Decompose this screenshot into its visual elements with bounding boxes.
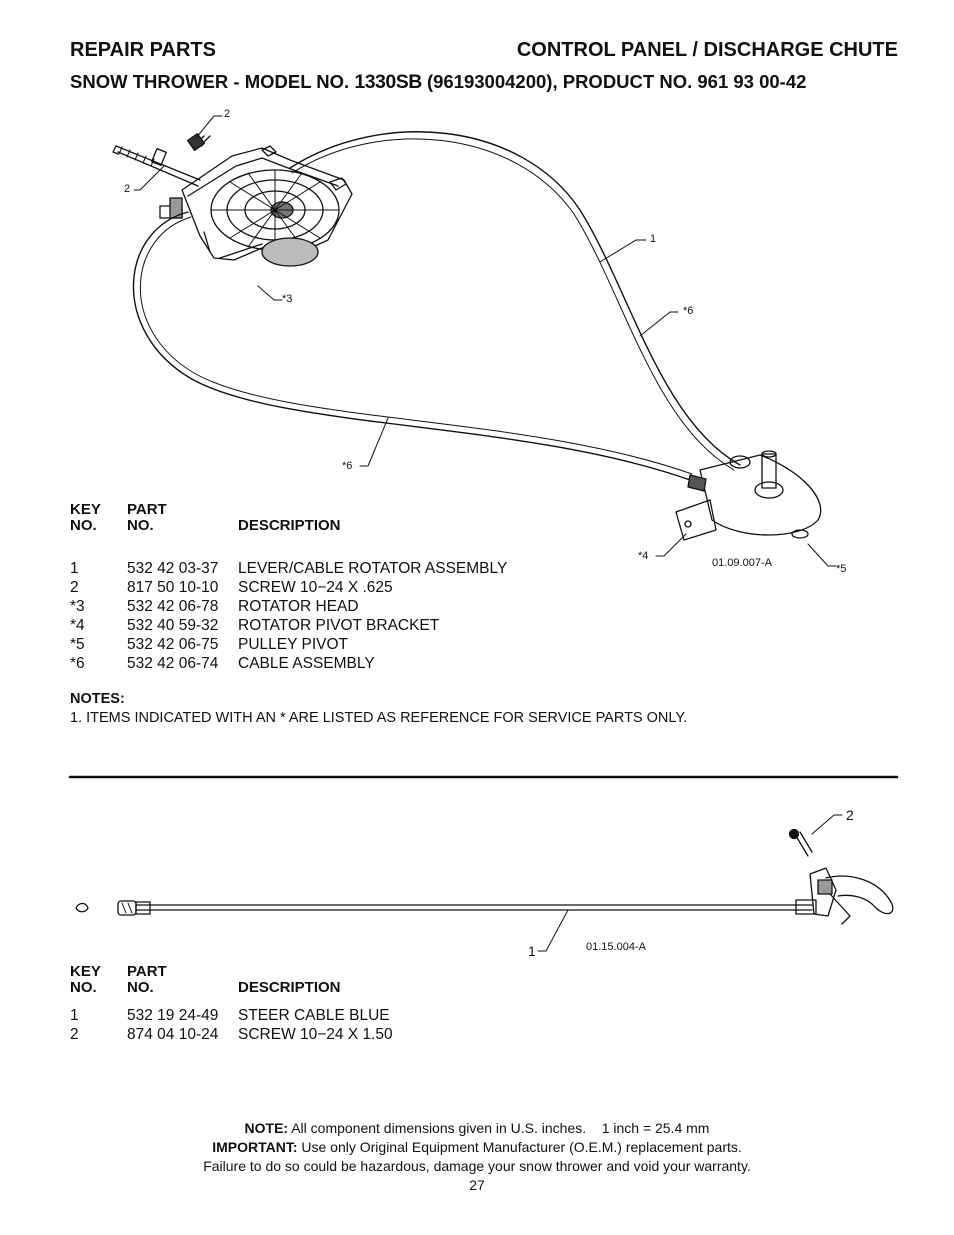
table-row: *4 532 40 59-32 ROTATOR PIVOT BRACKET: [70, 616, 590, 635]
table-row: 1 532 42 03-37 LEVER/CABLE ROTATOR ASSEM…: [70, 559, 590, 578]
important-label: IMPORTANT:: [212, 1139, 298, 1155]
part-header-line1: PART: [127, 501, 167, 518]
part-header-line2: NO.: [127, 517, 154, 534]
steer-cable-drawing: [75, 814, 894, 952]
key-cell: *5: [70, 636, 85, 653]
desc-cell: STEER CABLE BLUE: [238, 1007, 390, 1024]
desc-cell: LEVER/CABLE ROTATOR ASSEMBLY: [238, 560, 508, 577]
table2-part-header: PART NO.: [127, 964, 167, 996]
part-cell: 532 42 06-74: [127, 655, 219, 672]
diagram1-leaders: [133, 115, 837, 567]
key-cell: *6: [70, 655, 85, 672]
part-cell: 532 42 06-75: [127, 636, 219, 653]
callout-5: *5: [836, 563, 847, 575]
notes-text: 1. ITEMS INDICATED WITH AN * ARE LISTED …: [70, 710, 688, 726]
model-number: 1330SB: [354, 71, 422, 93]
table-row: *5 532 42 06-75 PULLEY PIVOT: [70, 635, 590, 654]
cable-assembly-drawing: [132, 131, 741, 481]
table2-desc-header: DESCRIPTION: [238, 979, 341, 996]
footer: NOTE: All component dimensions given in …: [0, 1119, 954, 1195]
table2-key-header: KEY NO.: [70, 964, 101, 996]
key-header-line2: NO.: [70, 979, 97, 996]
note-label: NOTE:: [244, 1120, 289, 1136]
key-cell: 2: [70, 1026, 79, 1043]
model-suffix: (96193004200), PRODUCT NO. 961 93 00-42: [426, 71, 807, 92]
model-line: SNOW THROWER - MODEL NO. 1330SB (9619300…: [70, 71, 806, 94]
key-cell: 2: [70, 579, 79, 596]
desc-cell: CABLE ASSEMBLY: [238, 655, 375, 672]
callout-2b: 2: [124, 183, 131, 195]
table-row: 2 874 04 10-24 SCREW 10−24 X 1.50: [70, 1025, 590, 1044]
note-text: All component dimensions given in U.S. i…: [291, 1120, 710, 1136]
table1-key-header: KEY NO.: [70, 502, 101, 534]
table1-body: 1 532 42 03-37 LEVER/CABLE ROTATOR ASSEM…: [70, 559, 590, 673]
desc-cell: ROTATOR PIVOT BRACKET: [238, 617, 440, 634]
desc-cell: PULLEY PIVOT: [238, 636, 348, 653]
table1-part-header: PART NO.: [127, 502, 167, 534]
key-cell: 1: [70, 1007, 79, 1024]
part-header-line2: NO.: [127, 979, 154, 996]
part-cell: 532 42 06-78: [127, 598, 219, 615]
key-header-line1: KEY: [70, 501, 101, 518]
table2-body: 1 532 19 24-49 STEER CABLE BLUE 2 874 04…: [70, 1006, 590, 1044]
callout-6b: *6: [342, 460, 353, 472]
page-number: 27: [469, 1177, 485, 1193]
diagram2-ref-code: 01.15.004-A: [586, 941, 646, 953]
key-cell: *4: [70, 617, 85, 634]
footer-warning: Failure to do so could be hazardous, dam…: [203, 1158, 751, 1174]
pulley-pivot-drawing: [675, 450, 822, 541]
part-cell: 532 42 03-37: [127, 560, 219, 577]
desc-cell: SCREW 10−24 X .625: [238, 579, 393, 596]
callout-1: 1: [528, 943, 536, 959]
part-header-line1: PART: [127, 963, 167, 980]
table1-desc-header: DESCRIPTION: [238, 517, 341, 534]
key-header-line1: KEY: [70, 963, 101, 980]
desc-cell: ROTATOR HEAD: [238, 598, 359, 615]
callout-2a: 2: [224, 108, 231, 120]
part-cell: 532 40 59-32: [127, 617, 219, 634]
model-prefix: SNOW THROWER - MODEL NO.: [70, 71, 350, 92]
callout-6a: *6: [683, 305, 694, 317]
table-row: *6 532 42 06-74 CABLE ASSEMBLY: [70, 654, 590, 673]
desc-cell: SCREW 10−24 X 1.50: [238, 1026, 393, 1043]
table-row: 2 817 50 10-10 SCREW 10−24 X .625: [70, 578, 590, 597]
part-cell: 874 04 10-24: [127, 1026, 219, 1043]
callout-1: 1: [650, 233, 657, 245]
table-row: *3 532 42 06-78 ROTATOR HEAD: [70, 597, 590, 616]
page-section-title: REPAIR PARTS: [70, 39, 216, 61]
part-cell: 532 19 24-49: [127, 1007, 219, 1024]
important-text: Use only Original Equipment Manufacturer…: [301, 1139, 742, 1155]
rotator-head-drawing: [112, 132, 353, 267]
key-cell: 1: [70, 560, 79, 577]
part-cell: 817 50 10-10: [127, 579, 219, 596]
footer-note-line: NOTE: All component dimensions given in …: [0, 1119, 954, 1138]
notes-title: NOTES:: [70, 691, 125, 707]
callout-4: *4: [638, 550, 649, 562]
callout-3: *3: [282, 293, 293, 305]
footer-important-line: IMPORTANT: Use only Original Equipment M…: [0, 1138, 954, 1157]
callout-2: 2: [846, 807, 854, 823]
table-row: 1 532 19 24-49 STEER CABLE BLUE: [70, 1006, 590, 1025]
key-header-line2: NO.: [70, 517, 97, 534]
page-subject-title: CONTROL PANEL / DISCHARGE CHUTE: [516, 39, 898, 61]
diagram1-ref-code: 01.09.007-A: [712, 557, 772, 569]
key-cell: *3: [70, 598, 85, 615]
